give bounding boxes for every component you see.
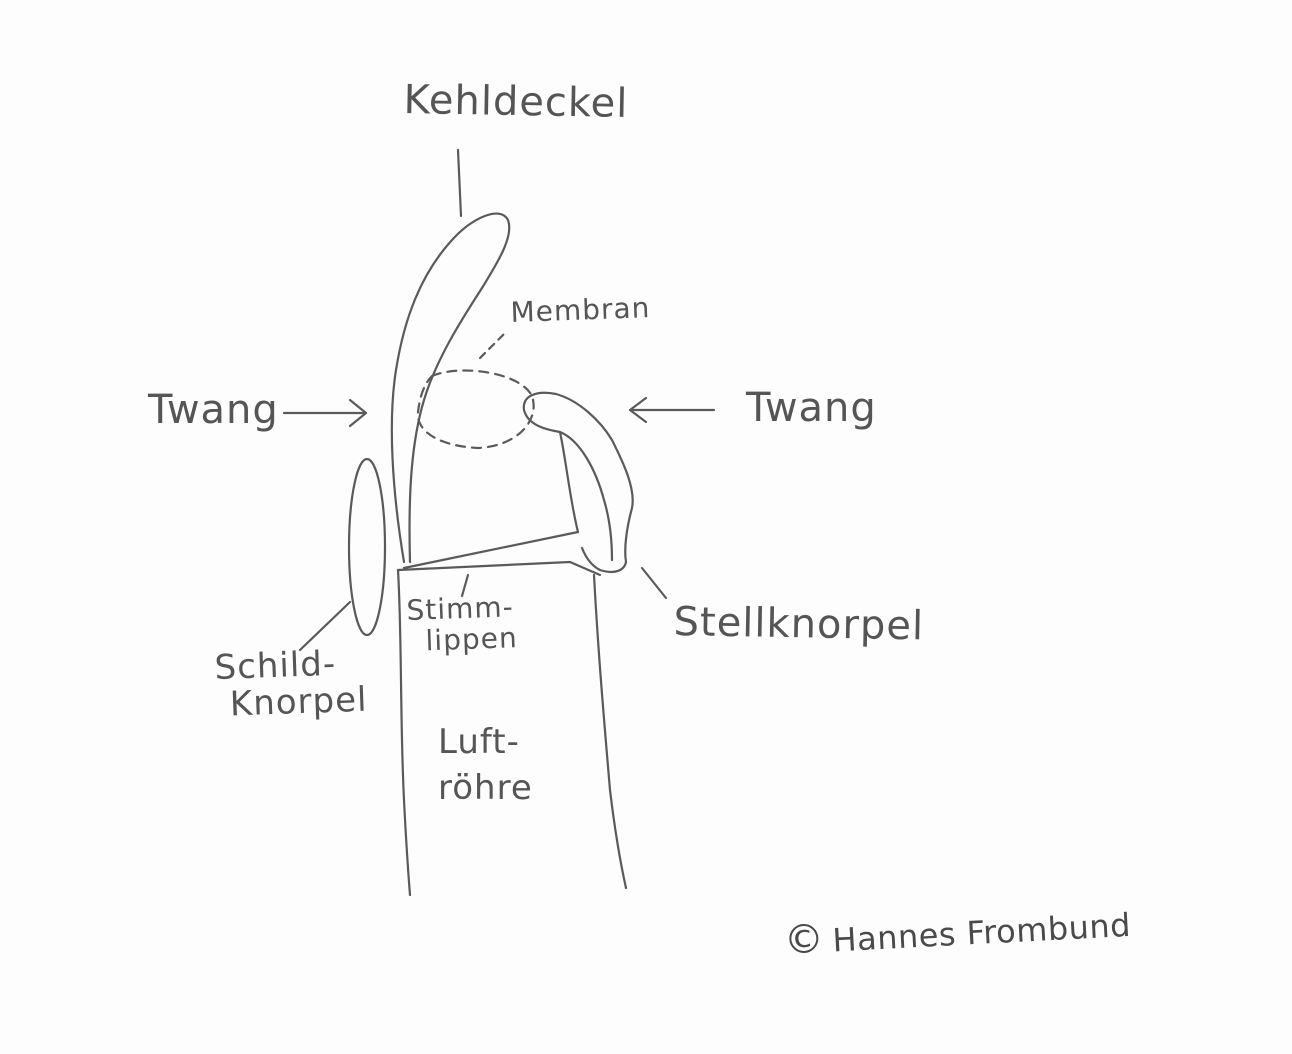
- thyroid-pointer-line: [300, 602, 350, 650]
- membrane-dashed-shape: [418, 370, 534, 448]
- arytenoid-inner-line: [560, 432, 612, 560]
- stellknorpel-pointer-line: [642, 568, 666, 598]
- thyroid-cartilage-shape: [349, 459, 385, 635]
- label-stimmlippen: Stimm- lippen: [406, 592, 518, 657]
- epiglottis-shape: [392, 214, 509, 562]
- label-luftroehre-line1: Luft-: [438, 720, 533, 766]
- label-twang-left: Twang: [148, 388, 279, 432]
- label-twang-right: Twang: [746, 386, 877, 430]
- label-stimmlippen-line2: lippen: [425, 623, 518, 657]
- label-schildknorpel-line2: Knorpel: [229, 682, 368, 724]
- label-luftroehre: Luft- röhre: [438, 720, 533, 812]
- label-stellknorpel: Stellknorpel: [673, 600, 924, 648]
- arytenoid-cartilage-shape: [524, 393, 633, 572]
- label-luftroehre-line2: röhre: [438, 766, 533, 812]
- label-membran: Membran: [510, 293, 651, 329]
- trachea-right-wall: [594, 575, 626, 888]
- label-schildknorpel: Schild- Knorpel: [214, 645, 368, 725]
- copyright-symbol: ©: [783, 916, 826, 964]
- epiglottis-pointer-line: [458, 150, 461, 216]
- membrane-pointer-line: [480, 334, 504, 358]
- label-kehldeckel: Kehldeckel: [403, 78, 628, 126]
